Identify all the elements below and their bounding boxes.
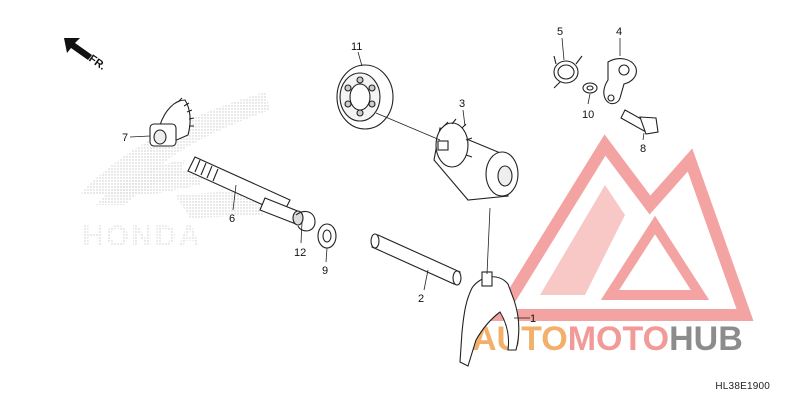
callout-3: 3 bbox=[459, 98, 465, 110]
part-6-shift-spindle bbox=[187, 156, 304, 226]
part-8-bolt bbox=[620, 109, 659, 135]
part-9-washer bbox=[317, 223, 337, 249]
callout-8: 8 bbox=[640, 143, 646, 155]
callout-11: 11 bbox=[351, 41, 362, 53]
part-5-return-spring bbox=[553, 55, 583, 89]
callout-2: 2 bbox=[418, 293, 424, 305]
part-10-washer bbox=[582, 82, 598, 94]
part-3-shift-drum bbox=[433, 118, 519, 201]
part-1-shift-fork bbox=[459, 271, 520, 367]
part-4-stopper-arm bbox=[603, 58, 637, 105]
callout-1: 1 bbox=[530, 313, 536, 325]
automotohub-watermark-text: AUTOMOTOHUB bbox=[472, 320, 743, 358]
part-2-fork-shaft bbox=[370, 233, 462, 286]
part-12-circlip bbox=[295, 210, 316, 232]
callout-4: 4 bbox=[616, 26, 622, 38]
callout-6: 6 bbox=[229, 213, 235, 225]
automotohub-logo bbox=[489, 134, 754, 321]
direction-arrow: FR. bbox=[64, 38, 108, 73]
callout-7: 7 bbox=[122, 132, 128, 144]
callout-9: 9 bbox=[322, 265, 328, 277]
callout-12: 12 bbox=[294, 247, 306, 259]
callout-5: 5 bbox=[557, 26, 563, 38]
part-7-shift-sector bbox=[149, 97, 195, 147]
callouts: 1 2 3 4 5 6 7 8 9 10 11 12 bbox=[122, 26, 646, 325]
callout-10: 10 bbox=[582, 109, 594, 121]
part-11-bearing bbox=[336, 64, 394, 130]
honda-watermark-text: HONDA bbox=[82, 220, 202, 253]
leader-lines bbox=[129, 37, 645, 319]
diagram-code: HL38E1900 bbox=[715, 381, 770, 392]
arrow-up-left-icon bbox=[64, 38, 92, 60]
